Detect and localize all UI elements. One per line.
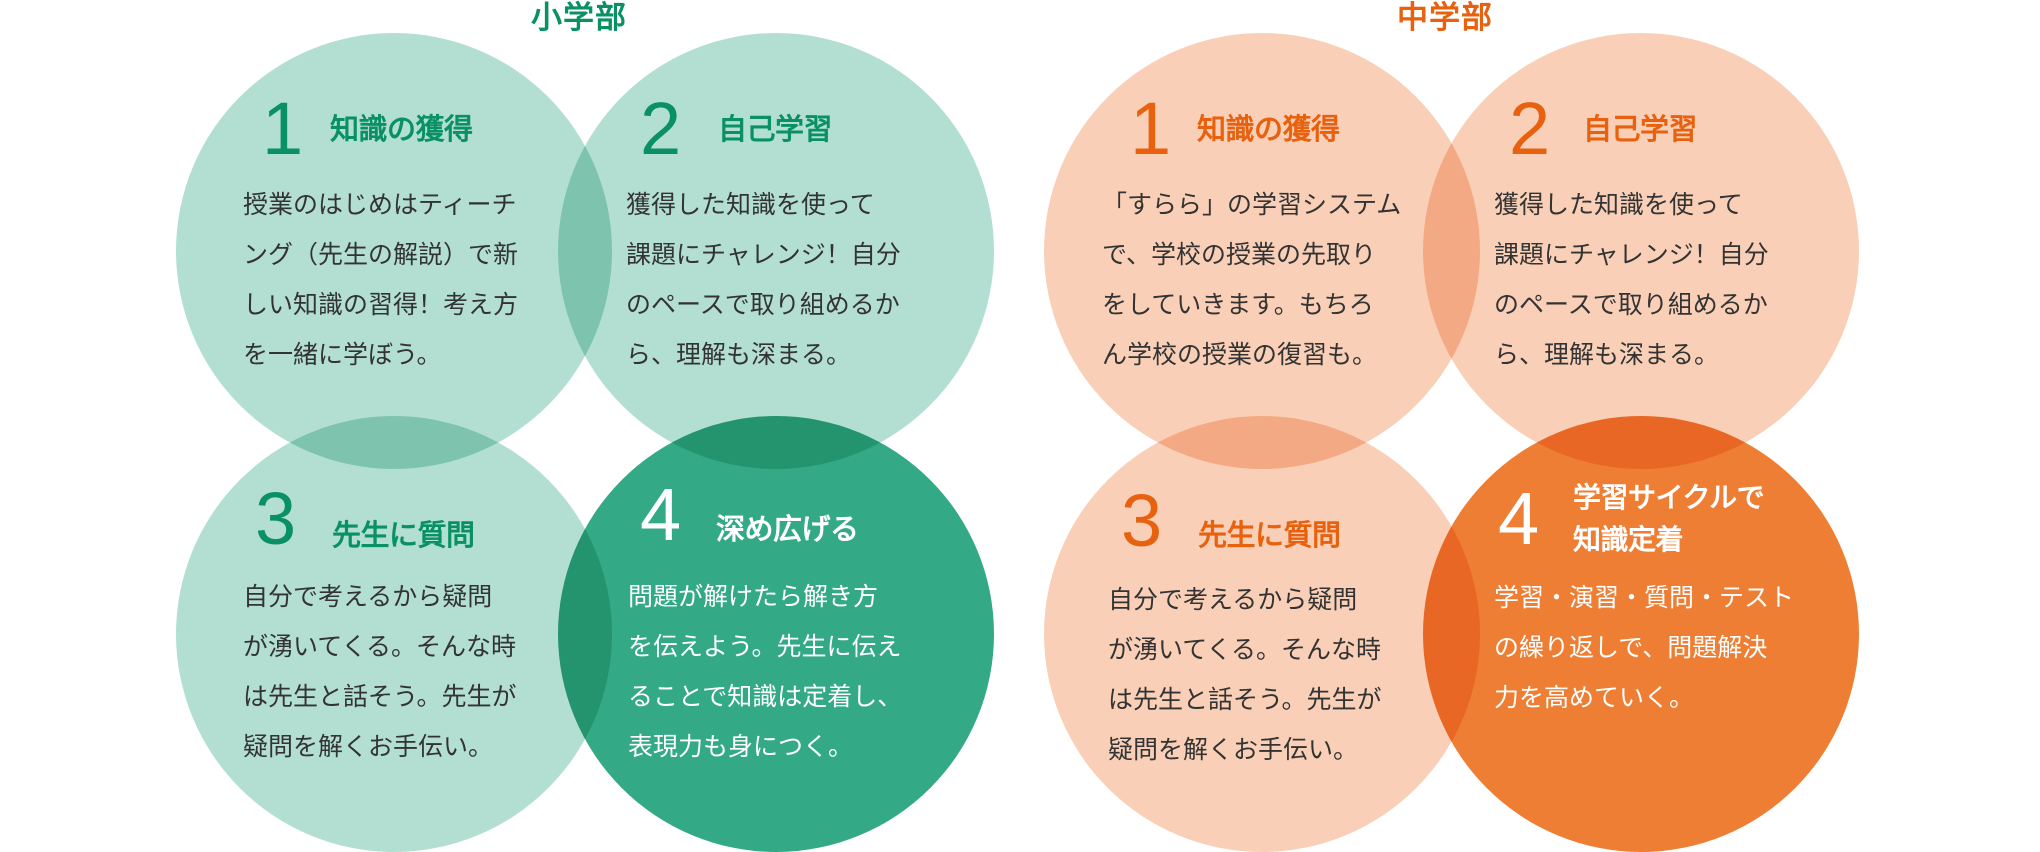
elementary-circle-1	[176, 33, 612, 469]
step-description: 自分で考えるから疑問 が湧いてくる。そんな時 は先生と話そう。先生が 疑問を解く…	[1108, 585, 1382, 764]
step-description: 獲得した知識を使って 課題にチャレンジ！自分 のペースで取り組めるか ら、理解も…	[1494, 190, 1769, 369]
elementary-circle-3	[176, 416, 612, 852]
step-heading-line-2: 知識定着	[1573, 523, 1684, 556]
elementary-section-title: 小学部	[531, 0, 627, 36]
step-number: 4	[640, 473, 682, 556]
step-heading: 知識の獲得	[1197, 112, 1340, 146]
step-number: 1	[1130, 87, 1172, 170]
step-description: 獲得した知識を使って 課題にチャレンジ！自分 のペースで取り組めるか ら、理解も…	[626, 190, 901, 369]
step-description: 自分で考えるから疑問 が湧いてくる。そんな時 は先生と話そう。先生が 疑問を解く…	[243, 582, 517, 761]
step-heading: 知識の獲得	[330, 112, 473, 146]
step-number: 2	[640, 87, 682, 170]
step-description: 学習・演習・質問・テスト の繰り返しで、問題解決 力を高めていく。	[1494, 583, 1795, 712]
step-number: 3	[1121, 479, 1163, 562]
elementary-circle-2	[558, 33, 994, 469]
step-number: 3	[255, 477, 297, 560]
step-heading: 先生に質問	[1198, 518, 1341, 552]
junior-high-circle-2	[1423, 33, 1859, 469]
junior-high-circle-4	[1423, 416, 1859, 852]
step-number: 4	[1498, 477, 1540, 560]
step-description: 問題が解けたら解き方 を伝えよう。先生に伝え ることで知識は定着し、 表現力も身…	[628, 582, 903, 761]
step-heading: 先生に質問	[332, 518, 475, 552]
elementary-circle-4	[558, 416, 994, 852]
junior-high-section-title: 中学部	[1397, 0, 1493, 36]
step-number: 1	[262, 87, 304, 170]
step-heading: 自己学習	[1583, 112, 1698, 146]
step-heading: 深め広げる	[716, 512, 859, 546]
step-description: 「すらら」の学習システム で、学校の授業の先取り をしていきます。もちろ ん学校…	[1102, 190, 1402, 369]
step-heading-line-1: 学習サイクルで	[1573, 481, 1765, 514]
step-heading: 自己学習	[718, 112, 833, 146]
step-description: 授業のはじめはティーチ ング（先生の解説）で新 しい知識の習得！考え方 を一緒に…	[243, 190, 519, 369]
step-number: 2	[1509, 87, 1551, 170]
junior-high-circle-3	[1044, 416, 1480, 852]
junior-high-circle-1	[1044, 33, 1480, 469]
